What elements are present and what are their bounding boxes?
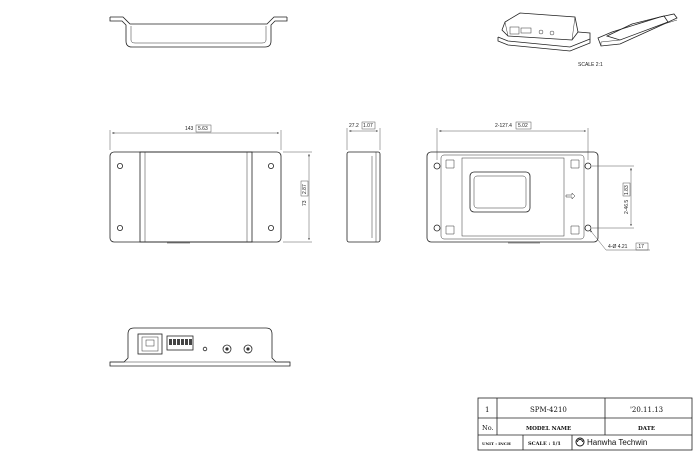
hole-dia-inch: .17 bbox=[637, 244, 644, 250]
height-dimension: 73 2.87 bbox=[283, 151, 312, 243]
model-number: SPM-4210 bbox=[530, 406, 567, 414]
width-inch: 5.63 bbox=[198, 126, 208, 132]
hole-diameter-callout: 4-Ø 4.21 .17 bbox=[589, 229, 650, 251]
scale-label: SCALE : 1/1 bbox=[528, 441, 561, 447]
height-inch: 2.87 bbox=[302, 184, 308, 194]
scale-note: SCALE 2:1 bbox=[578, 62, 603, 68]
width-value: 143 bbox=[185, 126, 194, 132]
perspective-view-rear bbox=[597, 13, 678, 47]
date-label: DATE bbox=[638, 426, 655, 432]
bottom-view bbox=[426, 151, 599, 244]
brand-name: Hanwha Techwin bbox=[587, 438, 647, 447]
perspective-view-front bbox=[497, 12, 591, 52]
model-name-label: MODEL NAME bbox=[526, 426, 571, 432]
no-label: No. bbox=[482, 424, 494, 432]
hole-pitch-y-dimension: 2-46.5 1.83 bbox=[592, 165, 634, 229]
hole-pitch-x-value: 2-127.4 bbox=[495, 123, 512, 129]
depth-value: 27.2 bbox=[349, 123, 359, 129]
rev-number: 1 bbox=[485, 406, 489, 414]
depth-dimension: 27.2 1.07 bbox=[346, 121, 381, 150]
drawing-date: '20.11.13 bbox=[630, 406, 663, 414]
side-view bbox=[346, 151, 381, 243]
unit-label: UNIT : INCH bbox=[482, 441, 511, 446]
hole-pitch-x-dimension: 2-127.4 5.02 bbox=[436, 121, 589, 160]
front-view bbox=[109, 151, 282, 244]
connector-view bbox=[109, 327, 291, 367]
title-block: 1 SPM-4210 '20.11.13 No. MODEL NAME DATE… bbox=[477, 397, 693, 451]
hanwha-logo-icon bbox=[575, 437, 585, 447]
hole-pitch-x-inch: 5.02 bbox=[518, 123, 528, 129]
hole-pitch-y-inch: 1.83 bbox=[624, 185, 630, 195]
width-dimension: 143 5.63 bbox=[109, 124, 282, 150]
depth-inch: 1.07 bbox=[363, 123, 373, 129]
hole-pitch-y-value: 2-46.5 bbox=[624, 200, 630, 214]
top-view bbox=[109, 16, 288, 48]
height-value: 73 bbox=[302, 200, 308, 206]
hole-dia-value: 4-Ø 4.21 bbox=[608, 244, 628, 250]
